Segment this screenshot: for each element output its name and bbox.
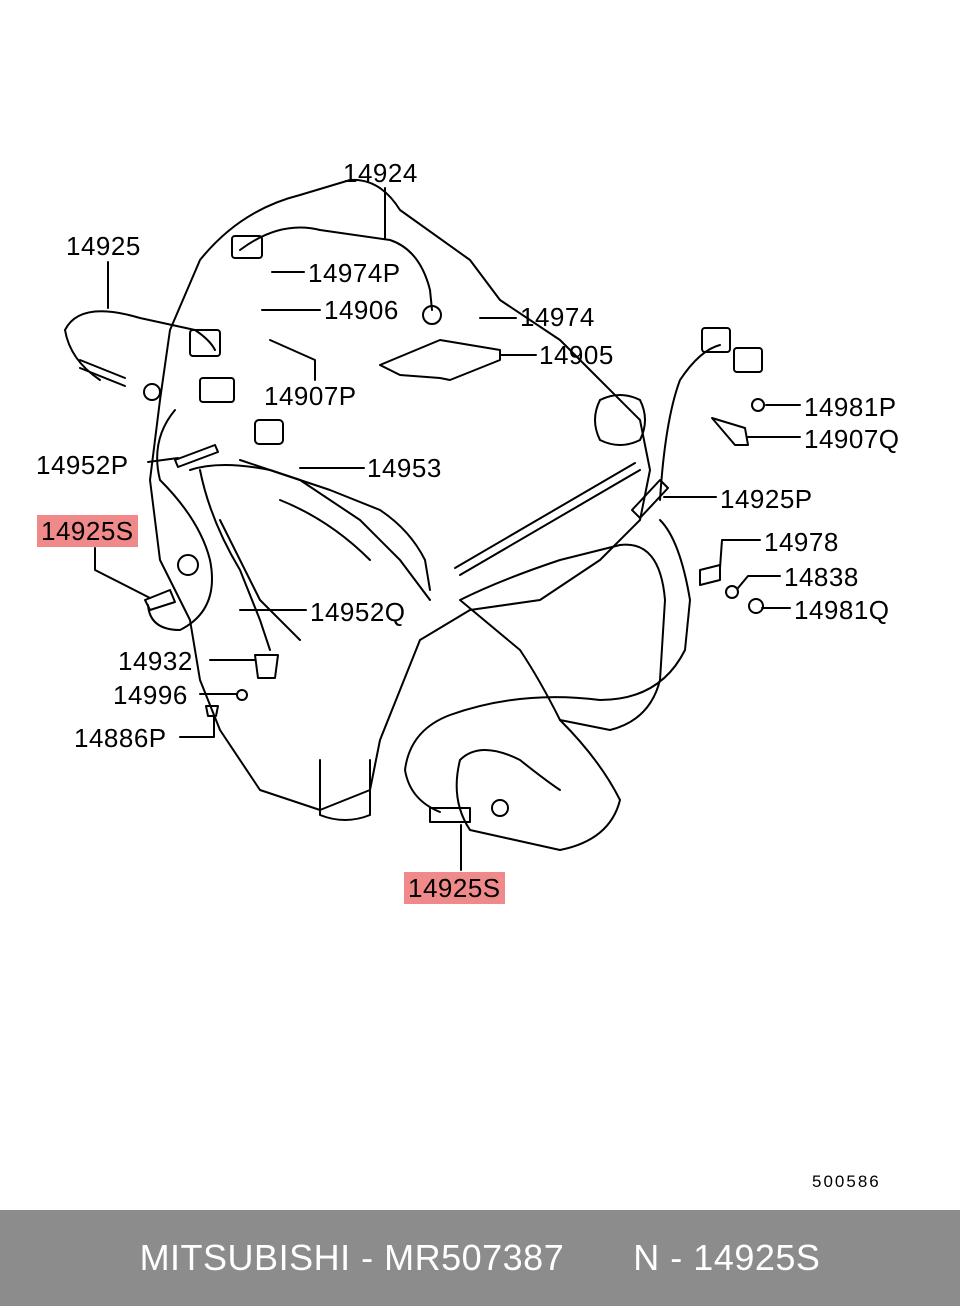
cable-14952Q bbox=[199, 469, 271, 651]
leader-14925S-a bbox=[94, 547, 151, 599]
bracket-14905 bbox=[379, 339, 501, 381]
leader-14886P bbox=[179, 715, 215, 738]
bracket-14907Q bbox=[711, 417, 749, 446]
part-code: 14925S bbox=[693, 1237, 821, 1278]
oring-left bbox=[143, 383, 161, 401]
connector-upper-left bbox=[199, 377, 235, 403]
bolt-14886P bbox=[205, 705, 219, 717]
leader-14978 bbox=[719, 539, 761, 569]
clip-14932 bbox=[254, 654, 279, 679]
diagram-reference-number: 500586 bbox=[812, 1172, 881, 1191]
connector-right-2 bbox=[733, 347, 763, 373]
cap bbox=[594, 394, 646, 446]
catalytic-converter bbox=[459, 543, 666, 731]
part-number: MR507387 bbox=[384, 1237, 565, 1278]
callout-14952Q: 14952Q bbox=[310, 597, 406, 627]
callout-14905: 14905 bbox=[539, 340, 614, 370]
callout-14974P: 14974P bbox=[308, 258, 401, 288]
exhaust-pipe bbox=[455, 719, 621, 851]
clip-14952P bbox=[174, 444, 219, 468]
callout-14925S-highlighted-bottom: 14925S bbox=[404, 872, 505, 904]
callout-14952P: 14952P bbox=[36, 450, 129, 480]
callout-14978: 14978 bbox=[764, 527, 839, 557]
grommet-14996 bbox=[236, 689, 248, 701]
callout-14981P: 14981P bbox=[804, 392, 897, 422]
harness-mid bbox=[189, 464, 431, 591]
callout-14925: 14925 bbox=[66, 231, 141, 261]
leader-14838 bbox=[737, 575, 781, 589]
callout-14974: 14974 bbox=[520, 302, 595, 332]
sensor-14925-connector bbox=[189, 329, 221, 357]
bolt-14981Q bbox=[748, 598, 764, 614]
bolt-14981P bbox=[751, 398, 765, 412]
lower-pipe bbox=[319, 759, 371, 821]
bracket-14978 bbox=[699, 564, 721, 586]
callout-14981Q: 14981Q bbox=[794, 595, 890, 625]
callout-14925S-highlighted: 14925S bbox=[37, 515, 138, 547]
connector-right-1 bbox=[701, 327, 731, 353]
callout-14924: 14924 bbox=[343, 158, 418, 188]
sensor-14924-connector bbox=[231, 235, 263, 259]
callout-14925P: 14925P bbox=[720, 484, 813, 514]
brand-name: MITSUBISHI bbox=[139, 1237, 351, 1278]
harness-14925P bbox=[659, 344, 721, 501]
callout-14886P: 14886P bbox=[74, 723, 167, 753]
harness-14924 bbox=[239, 226, 433, 311]
harness-bottom bbox=[404, 519, 691, 813]
separator: - bbox=[361, 1237, 374, 1278]
leader-14907P bbox=[269, 339, 316, 381]
bar-14953 bbox=[454, 462, 641, 576]
footer-caption: MITSUBISHI - MR507387 N - 14925S bbox=[0, 1210, 960, 1306]
footer-bar: MITSUBISHI - MR507387 N - 14925S bbox=[0, 1210, 960, 1306]
callout-14996: 14996 bbox=[113, 680, 188, 710]
harness-left bbox=[147, 409, 213, 631]
sensor-14925S-a bbox=[144, 589, 176, 611]
callout-14953: 14953 bbox=[367, 453, 442, 483]
oring-mid bbox=[177, 554, 199, 576]
sensor-14925P bbox=[631, 479, 669, 519]
harness-14925 bbox=[64, 310, 216, 381]
separator-2: - bbox=[670, 1237, 683, 1278]
engine-outline bbox=[149, 178, 651, 811]
callout-14907P: 14907P bbox=[264, 381, 357, 411]
callout-14932: 14932 bbox=[118, 646, 193, 676]
part-prefix: N bbox=[633, 1237, 660, 1278]
callout-14838: 14838 bbox=[784, 562, 859, 592]
connector-14953 bbox=[254, 419, 284, 445]
oring-bottom bbox=[491, 799, 509, 817]
parts-diagram bbox=[64, 178, 801, 871]
leader-14952P bbox=[147, 457, 179, 463]
sensor-14974 bbox=[422, 305, 442, 325]
washer-14838 bbox=[725, 585, 739, 599]
sensor-left-body bbox=[79, 359, 126, 387]
sensor-bottom bbox=[429, 807, 471, 823]
callout-14906: 14906 bbox=[324, 295, 399, 325]
callout-14907Q: 14907Q bbox=[804, 424, 900, 454]
